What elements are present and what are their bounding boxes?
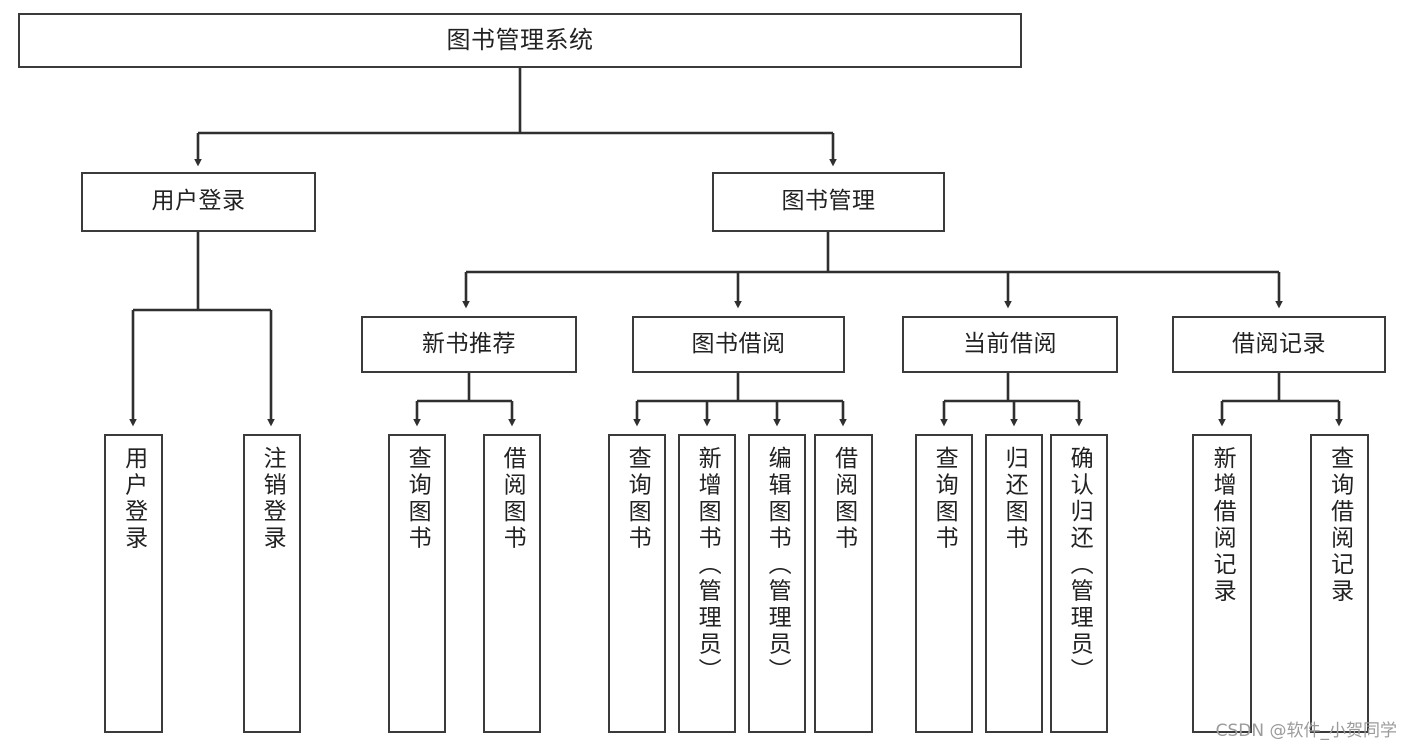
node-borrow-records[interactable]: 借阅记录 [1172, 316, 1386, 373]
node-leaf-query-borrow-record[interactable]: 查询借阅记录 [1310, 434, 1369, 733]
node-leaf-query-book-newbook-label: 查询图书 [404, 446, 431, 552]
node-leaf-user-login[interactable]: 用户登录 [104, 434, 163, 733]
node-leaf-logout[interactable]: 注销登录 [243, 434, 301, 733]
node-leaf-query-book-borrow[interactable]: 查询图书 [608, 434, 666, 733]
node-new-book-recommend-label: 新书推荐 [422, 330, 516, 357]
node-leaf-return-book-label: 归还图书 [1001, 446, 1028, 552]
node-leaf-add-borrow-record-label: 新增借阅记录 [1209, 446, 1236, 605]
node-leaf-query-book-current-label: 查询图书 [931, 446, 958, 552]
node-leaf-return-book[interactable]: 归还图书 [985, 434, 1043, 733]
node-leaf-borrow-book-label: 借阅图书 [830, 446, 857, 552]
node-book-management-label: 图书管理 [781, 188, 876, 215]
node-leaf-borrow-book-newbook-label: 借阅图书 [499, 446, 526, 552]
node-leaf-query-book-borrow-label: 查询图书 [624, 446, 651, 552]
node-borrow-records-label: 借阅记录 [1232, 330, 1326, 357]
node-new-book-recommend[interactable]: 新书推荐 [361, 316, 577, 373]
node-leaf-borrow-book-newbook[interactable]: 借阅图书 [483, 434, 541, 733]
node-leaf-add-borrow-record[interactable]: 新增借阅记录 [1192, 434, 1252, 733]
node-root[interactable]: 图书管理系统 [18, 13, 1022, 68]
node-leaf-edit-book-admin-label: 编辑图书（管理员） [764, 446, 791, 685]
node-user-login[interactable]: 用户登录 [81, 172, 316, 232]
node-leaf-add-book-admin[interactable]: 新增图书（管理员） [678, 434, 736, 733]
node-leaf-confirm-return-admin[interactable]: 确认归还（管理员） [1050, 434, 1108, 733]
node-book-management[interactable]: 图书管理 [712, 172, 945, 232]
csdn-watermark: CSDN @软件_小贺同学 [1215, 721, 1397, 741]
node-leaf-logout-label: 注销登录 [259, 446, 286, 552]
node-user-login-label: 用户登录 [151, 188, 246, 215]
node-root-label: 图书管理系统 [446, 26, 594, 55]
node-leaf-borrow-book[interactable]: 借阅图书 [814, 434, 873, 733]
node-current-borrow-label: 当前借阅 [963, 330, 1057, 357]
node-leaf-confirm-return-admin-label: 确认归还（管理员） [1066, 446, 1093, 685]
node-leaf-add-book-admin-label: 新增图书（管理员） [694, 446, 721, 685]
node-leaf-query-borrow-record-label: 查询借阅记录 [1326, 446, 1353, 605]
node-leaf-user-login-label: 用户登录 [120, 446, 147, 552]
node-leaf-edit-book-admin[interactable]: 编辑图书（管理员） [748, 434, 806, 733]
node-leaf-query-book-current[interactable]: 查询图书 [915, 434, 973, 733]
node-leaf-query-book-newbook[interactable]: 查询图书 [388, 434, 446, 733]
node-book-borrow-label: 图书借阅 [691, 330, 786, 357]
node-current-borrow[interactable]: 当前借阅 [902, 316, 1118, 373]
node-book-borrow[interactable]: 图书借阅 [632, 316, 845, 373]
